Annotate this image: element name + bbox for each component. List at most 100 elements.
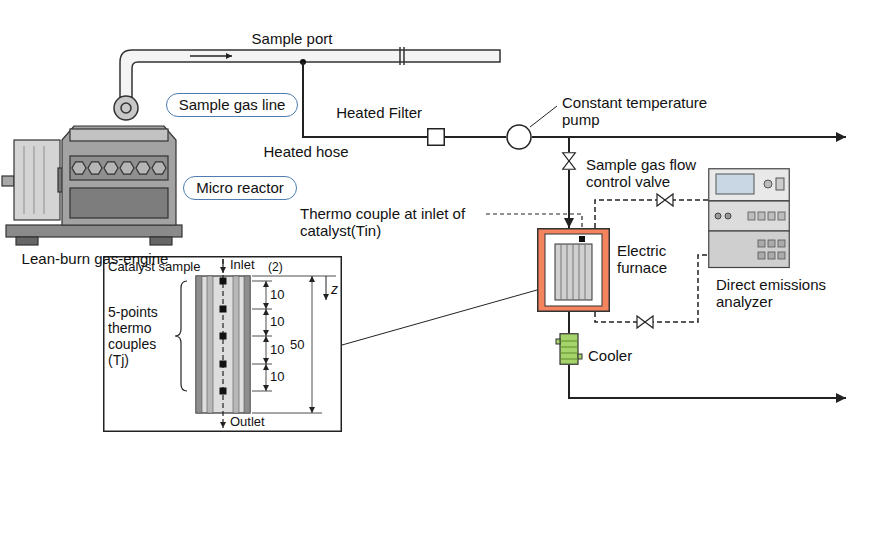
exhaust-out-line: [569, 365, 846, 398]
node-label: Constant temperature pump: [562, 94, 717, 129]
valve-symbol: [637, 316, 645, 328]
section-pill: Micro reactor: [183, 176, 297, 199]
gas-engine: [16, 237, 38, 245]
port-label: Sample port: [252, 30, 333, 47]
exhaust-pipe: [114, 96, 138, 120]
valve-symbol: [665, 194, 673, 206]
dimension-label: (2): [268, 261, 283, 275]
emissions-analyzer: Direct emissions analyzer: [708, 168, 790, 268]
catalyst-inset-shape: [220, 361, 227, 368]
catalyst-inset-shape: [220, 388, 227, 395]
node-label: Direct emissions analyzer: [716, 276, 846, 311]
pipe-connector: [342, 290, 537, 345]
electric-furnace: Electric furnace: [537, 228, 610, 312]
catalyst-inset-shape: [326, 276, 327, 300]
electric-furnace-shape: [579, 236, 585, 242]
pipe-connector: [445, 136, 506, 138]
exhaust-pipe: [403, 47, 405, 65]
gas-engine: [2, 176, 14, 186]
gas-engine: [23, 146, 24, 214]
emissions-analyzer-shape: [715, 213, 721, 219]
gas-engine: [70, 188, 168, 218]
electric-furnace-shape: [555, 244, 592, 300]
axis-label: z: [331, 281, 338, 297]
node-label: Sample gas line: [179, 96, 286, 113]
pump-symbol-shape: [506, 124, 532, 150]
pipe-connector: [568, 312, 570, 333]
electric-furnace-shape: [585, 244, 586, 300]
electric-furnace-shape: [561, 244, 562, 300]
catalyst-inset-shape: [312, 276, 313, 413]
exhaust-pipe: [190, 55, 232, 57]
catalyst-inset-shape: [266, 364, 267, 391]
emissions-analyzer-shape: [725, 213, 731, 219]
catalyst-inset-shape: [252, 391, 272, 392]
gas-engine: [150, 237, 172, 245]
node-label: Inlet: [230, 258, 255, 273]
node-label: Heated Filter: [322, 104, 422, 121]
catalyst-inset-shape: [196, 276, 202, 413]
gas-engine: [120, 162, 134, 174]
exhaust-pipe: [121, 103, 131, 113]
leader-line: [530, 106, 557, 127]
gas-engine: [72, 162, 86, 174]
cooler-shape: [556, 339, 560, 344]
gas-engine: [62, 126, 176, 225]
electric-furnace-shape: [538, 229, 610, 312]
electric-furnace-shape: [537, 228, 610, 312]
emissions-analyzer-shape: [748, 212, 755, 220]
emissions-analyzer-shape: [708, 168, 790, 268]
hose-label: Heated hose: [263, 143, 348, 160]
emissions-analyzer-shape: [764, 180, 772, 188]
emissions-analyzer-shape: [778, 252, 785, 259]
pump-symbol: Constant temperature pump: [506, 124, 532, 150]
emissions-analyzer-shape: [778, 212, 785, 220]
emissions-analyzer-shape: [776, 178, 784, 190]
dimension-label: 10: [270, 343, 284, 358]
emissions-analyzer-shape: [778, 240, 785, 247]
electric-furnace-shape: [573, 244, 574, 300]
electric-furnace-shape: [567, 244, 568, 300]
gas-engine: [70, 129, 168, 141]
gas-engine: [70, 156, 168, 180]
emissions-analyzer-shape: [709, 169, 790, 201]
dimension-label: 50: [290, 338, 304, 353]
catalyst-inset-shape: [252, 281, 272, 282]
catalyst-inset-shape: [233, 276, 239, 413]
valve-symbol: Sample gas flow control valve: [562, 152, 576, 170]
valve-symbol-shape: [563, 161, 576, 169]
gas-engine: [104, 162, 118, 174]
emissions-analyzer-shape: [709, 201, 790, 231]
catalyst-inset-shape: [266, 336, 267, 364]
emissions-analyzer-shape: [768, 252, 775, 259]
emissions-analyzer-shape: [709, 231, 790, 268]
catalyst-inset-shape: [252, 309, 272, 310]
heated-hose: [303, 62, 427, 137]
emissions-analyzer-shape: [768, 212, 775, 220]
cooler-shape: [560, 334, 578, 365]
emissions-analyzer-shape: [758, 252, 765, 259]
exhaust-out-line: [569, 136, 846, 138]
gas-engine: [2, 126, 182, 245]
electric-furnace-shape: [545, 234, 602, 306]
exhaust-pipe: [399, 47, 401, 65]
cooler: Cooler: [556, 333, 582, 365]
node-label: Micro reactor: [196, 179, 284, 196]
emissions-analyzer-shape: [758, 212, 765, 220]
engine-label: Lean-burn gas-engine: [22, 250, 169, 267]
emissions-analyzer-shape: [716, 174, 754, 194]
catalyst-inset-shape: [220, 306, 227, 313]
heated-filter-shape: [427, 128, 445, 146]
heated-filter: Heated Filter: [427, 128, 445, 146]
catalyst-inset-shape: [220, 333, 227, 340]
pipe-connector: [532, 137, 569, 152]
valve-symbol: [657, 194, 665, 206]
valve-symbol-shape: [562, 152, 576, 170]
node-label: Electric furnace: [617, 242, 692, 277]
node-label: Outlet: [230, 415, 265, 430]
pump-symbol-shape: [507, 125, 531, 149]
cooler-shape: [556, 333, 582, 365]
catalyst-inset-shape: [252, 276, 336, 277]
